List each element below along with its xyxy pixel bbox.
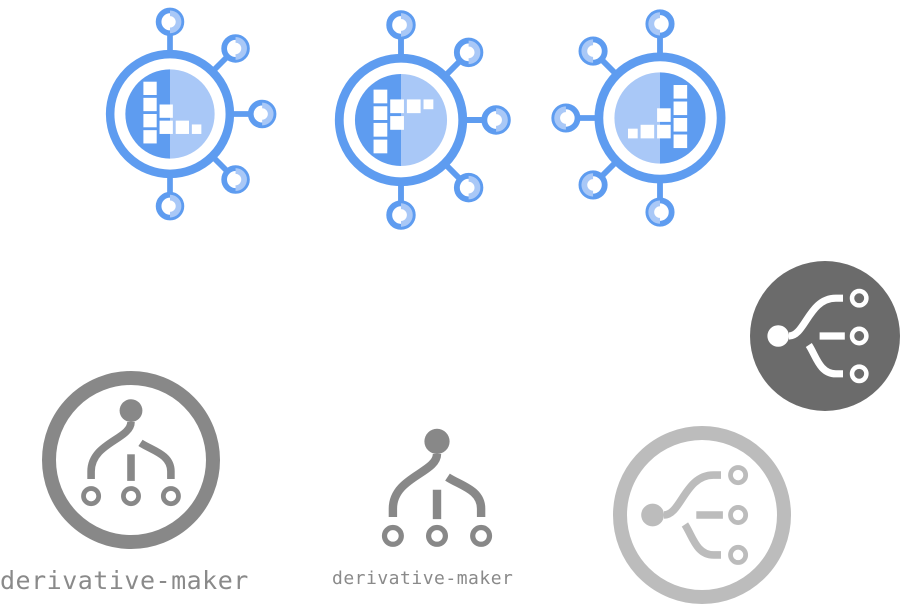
hub-icon-3 [554, 12, 721, 223]
wordmark-small: derivative-maker [332, 568, 514, 589]
hub-icon-1 [110, 10, 273, 217]
branch-icon-dark [750, 261, 900, 411]
tree-icon-large [42, 371, 220, 549]
wordmark-large: derivative-maker [0, 566, 249, 595]
tree-icon-small [385, 429, 490, 545]
hub-icon-2 [339, 13, 508, 227]
branch-icon-light [613, 426, 791, 604]
